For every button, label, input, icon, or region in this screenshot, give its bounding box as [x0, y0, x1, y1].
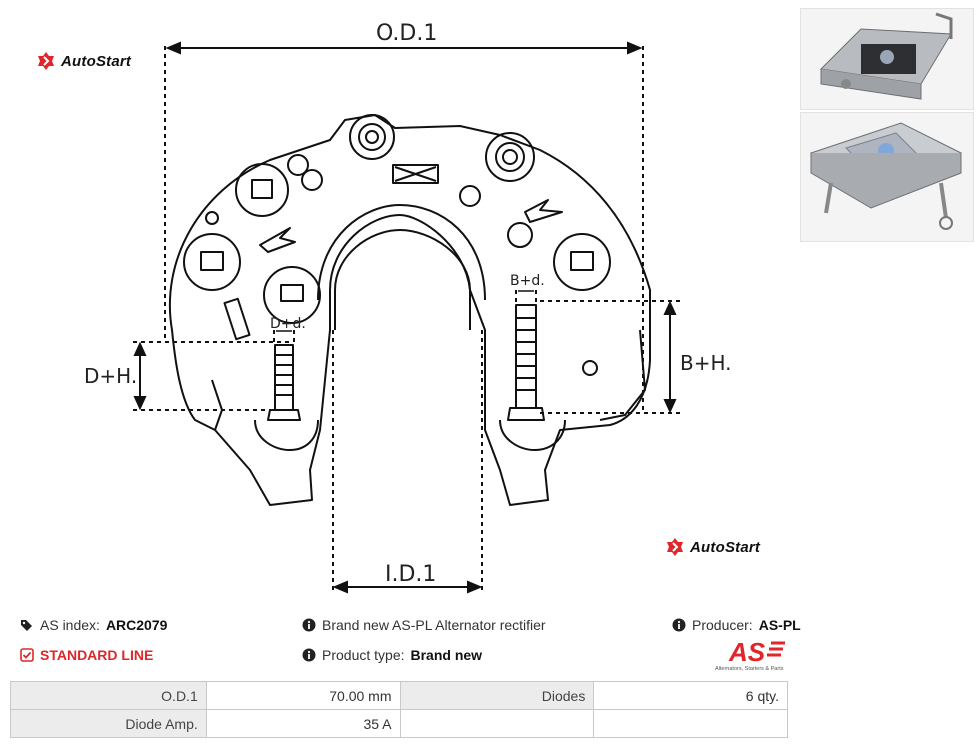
standard-line-text: STANDARD LINE	[40, 647, 154, 663]
dd-dimension-label: D+d.	[270, 316, 306, 332]
aspl-logo-text: AS	[728, 637, 766, 667]
description-text: Brand new AS-PL Alternator rectifier	[322, 617, 546, 633]
product-type: Product type: Brand new	[302, 647, 482, 663]
producer: Producer: AS-PL	[672, 617, 801, 633]
spec-value: 70.00 mm	[205, 681, 401, 710]
rectifier-body-outline	[168, 114, 651, 506]
spec-value: 6 qty.	[593, 681, 788, 710]
spec-label: Diodes	[399, 681, 595, 710]
autostart-logo-text: AutoStart	[61, 52, 132, 70]
info-circle-icon	[302, 648, 316, 662]
as-index: AS index: ARC2079	[20, 617, 167, 633]
od-dimension-label: O.D.1	[376, 21, 437, 46]
product-type-label: Product type:	[322, 647, 405, 663]
spec-label: O.D.1	[10, 681, 207, 710]
dh-dimension-label: D+H.	[84, 364, 137, 388]
check-square-icon	[20, 648, 34, 662]
product-thumbnail-1[interactable]	[800, 8, 974, 110]
rectifier-technical-drawing: O.D.1 I.D.1 D+H. B+H. D+d. B+d.	[84, 21, 732, 594]
inner-arch	[334, 229, 471, 330]
id-dimension-label: I.D.1	[385, 562, 436, 587]
autostart-logo-text: AutoStart	[690, 538, 761, 556]
table-row: Diode Amp. 35 A	[10, 709, 788, 738]
autostart-logo-top: AutoStart	[36, 51, 131, 71]
producer-value: AS-PL	[758, 617, 801, 633]
info-circle-icon	[302, 618, 316, 632]
bd-dimension-label: B+d.	[510, 273, 545, 289]
bolt-right	[507, 304, 545, 421]
standard-line-badge: STANDARD LINE	[20, 647, 153, 663]
spec-label	[399, 709, 595, 738]
product-description: Brand new AS-PL Alternator rectifier	[302, 617, 546, 633]
bolt-left	[267, 344, 301, 421]
specs-table: O.D.1 70.00 mm Diodes 6 qty. Diode Amp. …	[10, 681, 788, 738]
rectifier-photo-bottom	[809, 122, 963, 230]
as-index-value: ARC2079	[105, 617, 168, 633]
aspl-tagline: Alternators, Starters & Parts	[715, 666, 784, 672]
autostart-logo-bottom: AutoStart	[665, 537, 760, 557]
product-thumbnail-2[interactable]	[800, 112, 974, 242]
autostart-logo-icon	[38, 52, 54, 70]
table-row: O.D.1 70.00 mm Diodes 6 qty.	[10, 681, 788, 710]
autostart-logo-icon	[667, 538, 683, 556]
spec-value: 35 A	[205, 709, 401, 738]
bh-dimension-label: B+H.	[680, 351, 732, 375]
product-type-value: Brand new	[410, 647, 483, 663]
rectifier-photo-top	[819, 12, 953, 100]
spec-value	[593, 709, 788, 738]
producer-label: Producer:	[692, 617, 753, 633]
spec-label: Diode Amp.	[10, 709, 207, 738]
as-index-label: AS index:	[40, 617, 100, 633]
aspl-logo: AS Alternators, Starters & Parts	[715, 637, 785, 672]
info-circle-icon	[672, 618, 686, 632]
tags-icon	[21, 620, 32, 631]
